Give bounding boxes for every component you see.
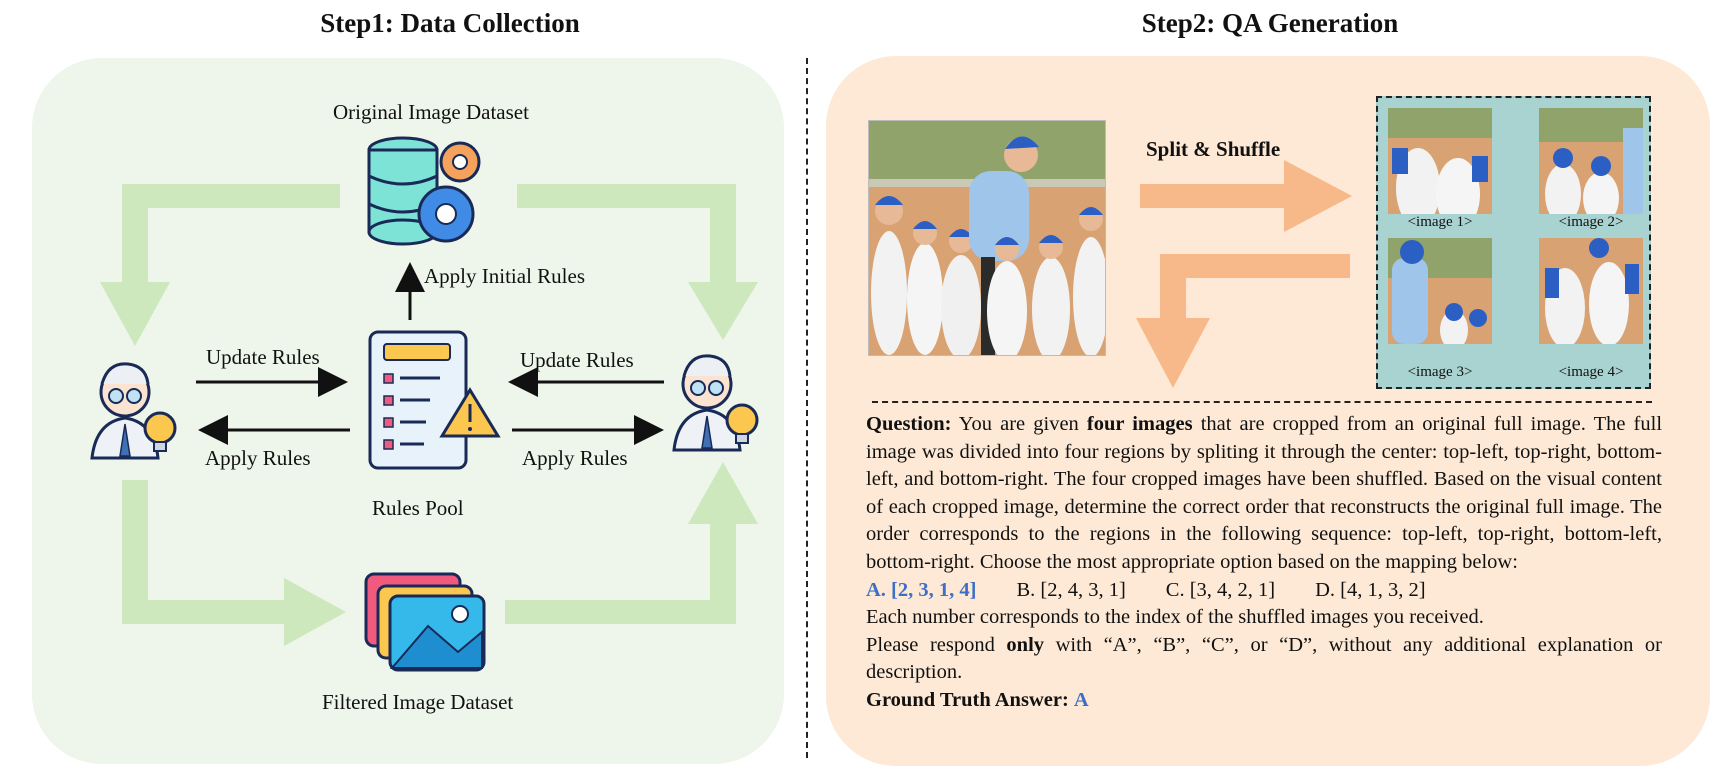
- original-photo: [868, 120, 1106, 356]
- respond-bold: only: [1006, 633, 1045, 656]
- update-rules-right-label: Update Rules: [520, 348, 634, 372]
- respond-prefix: Please respond: [866, 633, 1007, 656]
- split-shuffle-arrow: [1140, 160, 1352, 232]
- tile-image-1: [1388, 108, 1492, 214]
- tile-label-4: <image 4>: [1558, 364, 1624, 380]
- tile-label-2: <image 2>: [1558, 214, 1624, 230]
- shuffled-tiles-panel: <image 1> <image 2> <image 3> <image 4>: [1376, 96, 1651, 389]
- question-part1: You are given: [951, 413, 1087, 435]
- tile-label-1: <image 1>: [1407, 214, 1473, 230]
- apply-rules-right-label: Apply Rules: [522, 446, 628, 470]
- step2-title: Step2: QA Generation: [1141, 8, 1399, 38]
- filtered-dataset-label: Filtered Image Dataset: [322, 690, 514, 714]
- scientist-right-icon: [672, 354, 759, 452]
- respond-instruction: Please respond only with “A”, “B”, “C”, …: [866, 632, 1662, 687]
- flow-arrow-top-left: [100, 184, 340, 346]
- index-note: Each number corresponds to the index of …: [866, 606, 1484, 629]
- step1-title: Step1: Data Collection: [320, 8, 580, 38]
- return-arrow: [1136, 254, 1350, 388]
- scientist-left-icon: [90, 362, 177, 460]
- tile-image-2: [1539, 108, 1643, 214]
- option-a: A. [2, 3, 1, 4]: [866, 578, 977, 601]
- panel-divider: [806, 58, 808, 758]
- answer-value: A: [1073, 688, 1089, 711]
- tile-image-4: [1539, 238, 1643, 344]
- tile-image-3: [1388, 238, 1492, 344]
- filtered-images-icon: [364, 572, 486, 672]
- question-bold: four images: [1086, 413, 1193, 435]
- answer-label: Ground Truth Answer:: [866, 688, 1069, 711]
- flow-arrow-bottom-left: [122, 480, 346, 646]
- original-dataset-label: Original Image Dataset: [333, 100, 529, 124]
- split-shuffle-label: Split & Shuffle: [1146, 137, 1281, 161]
- ground-truth-row: Ground Truth Answer: A: [866, 687, 1662, 715]
- question-block: Question: You are given four images that…: [866, 411, 1662, 715]
- question-part2: that are cropped from an original full i…: [866, 413, 1663, 573]
- flow-arrow-top-right: [517, 184, 758, 340]
- update-rules-left-label: Update Rules: [206, 345, 320, 369]
- rules-pool-label: Rules Pool: [372, 496, 464, 520]
- apply-rules-left-label: Apply Rules: [205, 446, 311, 470]
- answer-options: A. [2, 3, 1, 4] B. [2, 4, 3, 1] C. [3, 4, …: [866, 577, 1662, 605]
- tile-label-3: <image 3>: [1407, 364, 1473, 380]
- option-b: B. [2, 4, 3, 1]: [1016, 578, 1126, 601]
- question-paragraph: Question: You are given four images that…: [866, 411, 1662, 577]
- apply-initial-rules-label: Apply Initial Rules: [424, 264, 585, 288]
- question-prefix: Question:: [866, 413, 952, 435]
- database-gear-icon: [367, 136, 481, 246]
- flow-arrow-bottom-right: [505, 462, 758, 624]
- rules-clipboard-icon: [368, 330, 501, 470]
- option-d: D. [4, 1, 3, 2]: [1315, 578, 1426, 601]
- qa-separator: [872, 401, 1652, 403]
- option-c: C. [3, 4, 2, 1]: [1165, 578, 1276, 601]
- respond-suffix: with “A”, “B”, “C”, or “D”, without any …: [866, 633, 1662, 684]
